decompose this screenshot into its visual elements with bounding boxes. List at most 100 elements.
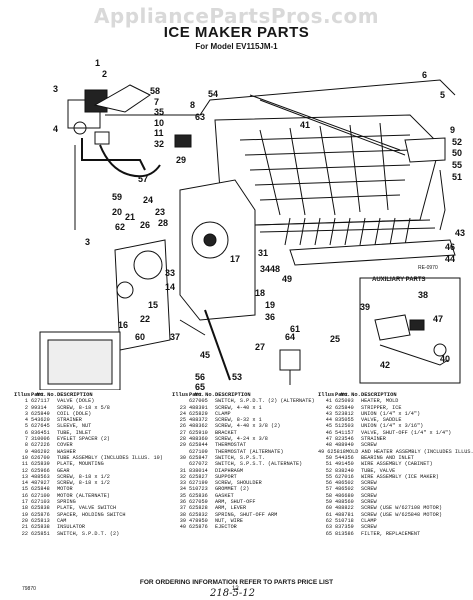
callout: 45	[200, 350, 210, 360]
callout: 41	[300, 120, 310, 130]
ordering-footer: FOR ORDERING INFORMATION REFER TO PARTS …	[139, 579, 334, 586]
part-no: 627117	[31, 398, 50, 405]
mold-ribs	[239, 122, 413, 216]
housing-gear	[191, 221, 229, 259]
aux-strainer	[409, 319, 425, 331]
illus-no: 31	[179, 467, 186, 474]
part-no: 625839	[31, 461, 50, 468]
illus-no: 57	[325, 486, 332, 493]
parts-header: Illus. No. Part No. DESCRIPTION	[172, 392, 322, 398]
illus-no: 61	[325, 511, 332, 518]
callout: 14	[165, 282, 175, 292]
header-illus-no: Illus. No.	[318, 392, 351, 398]
illus-no: 12	[21, 467, 28, 474]
part-no: 836451	[31, 429, 50, 436]
part-no: 627226	[31, 442, 50, 449]
illus-no: 39	[179, 517, 186, 524]
callout: 57	[138, 174, 148, 184]
part-no: 625966	[31, 467, 50, 474]
part-no: 627005	[189, 398, 208, 405]
motor	[133, 250, 163, 280]
illus-no: 16	[21, 492, 28, 499]
part-no: 488781	[335, 511, 354, 518]
callout: 27	[255, 342, 265, 352]
illus-no: 45	[325, 423, 332, 430]
valve-strainer	[73, 121, 87, 135]
description: SCREW, 4-24 x 3/8	[215, 436, 268, 443]
reference-code: RE-0970	[418, 265, 438, 271]
part-no: 625838	[31, 505, 50, 512]
callout: 4	[53, 124, 58, 134]
callout: 42	[380, 360, 390, 370]
callout: 49	[282, 274, 292, 284]
illus-no: 58	[325, 492, 332, 499]
mold-heater	[249, 94, 406, 156]
illus-no: 2	[24, 404, 28, 411]
description: SWITCH, S.P.S.T. (ALTERNATE)	[215, 461, 303, 468]
description: SCREW	[361, 442, 377, 449]
valve-bracket	[93, 84, 151, 113]
part-no: 838240	[335, 467, 354, 474]
callout: 26	[140, 220, 150, 230]
illus-no: 48	[325, 442, 332, 449]
part-no: 625827	[189, 473, 208, 480]
description: EYELET SPACER (2)	[57, 436, 110, 443]
illus-no: 18	[21, 505, 28, 512]
document-code: 79870	[22, 586, 36, 592]
header-description: DESCRIPTION	[215, 392, 251, 398]
part-no: 488360	[189, 436, 208, 443]
part-no: 512503	[335, 423, 354, 430]
callout: 2	[102, 69, 107, 79]
callout: 53	[232, 372, 242, 382]
page-title: ICE MAKER PARTS	[163, 24, 310, 41]
callout: 65	[195, 382, 205, 390]
description: STRAINER	[57, 417, 82, 424]
description: SPRING	[57, 499, 76, 506]
part-no: 838014	[189, 467, 208, 474]
illus-no: 30	[179, 454, 186, 461]
callout-labels: 1 2 3 4 58 7 35 10 11 32 54 8 63 6 5 41 …	[53, 58, 465, 390]
description: SCREW, 4-40 x 3/8 (2)	[215, 423, 281, 430]
illus-no: 56	[325, 480, 332, 487]
description: FILTER, REPLACEMENT	[361, 530, 421, 537]
description: SCREW, 8-18 x 1/2	[57, 480, 110, 487]
illus-no: 26	[179, 423, 186, 430]
part-no: 625828	[189, 505, 208, 512]
callout: 28	[158, 218, 168, 228]
callout: 35	[154, 107, 164, 117]
illus-no: 5	[24, 423, 28, 430]
callout: 9	[450, 125, 455, 135]
illus-no: 14	[21, 480, 28, 487]
ice-stripper	[289, 239, 456, 266]
thermostat	[174, 134, 192, 148]
parts-header: Illus. No. Part No. DESCRIPTION	[318, 392, 468, 398]
description: VALVE, SHUT-OFF (1/4" x 1/4")	[361, 429, 452, 436]
description: PLATE, VALVE SWITCH	[57, 505, 117, 512]
description: SWITCH, S.P.D.T. (2)	[57, 530, 120, 537]
model-subtitle: For Model EV115JM-1	[195, 42, 278, 51]
part-no: 625847	[189, 454, 208, 461]
callout: 58	[150, 86, 160, 96]
callout: 52	[452, 137, 462, 147]
header-part-no: Part No.	[335, 392, 361, 398]
description: SCREW, 8-18 x 5/8	[57, 404, 110, 411]
